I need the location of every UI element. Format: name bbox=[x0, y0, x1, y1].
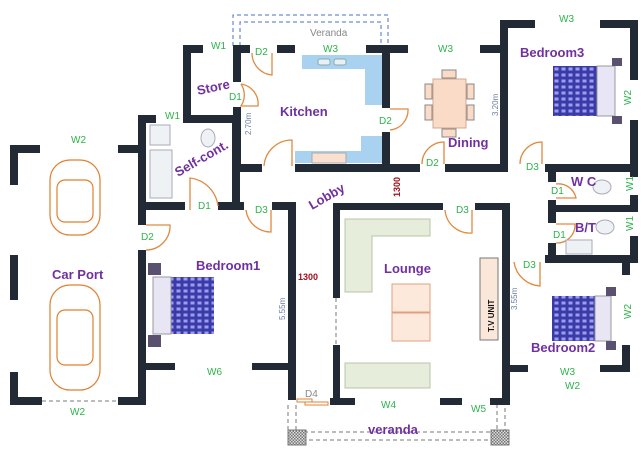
window-label: W2 bbox=[71, 135, 86, 146]
room-bedroom2: Bedroom2 bbox=[531, 340, 595, 355]
bed-bedroom2 bbox=[552, 287, 616, 350]
post bbox=[287, 429, 307, 446]
coffee-table bbox=[391, 312, 431, 342]
door-label: D2 bbox=[426, 158, 439, 169]
door-label: D3 bbox=[456, 205, 469, 216]
window-label: W6 bbox=[207, 367, 222, 378]
room-lounge: Lounge bbox=[384, 261, 431, 276]
sink bbox=[317, 58, 331, 66]
dining-table bbox=[424, 69, 475, 138]
window-label: W2 bbox=[623, 304, 634, 319]
stove bbox=[311, 152, 347, 164]
post bbox=[490, 429, 510, 446]
window-label: W2 bbox=[623, 90, 634, 105]
door-label: D1 bbox=[553, 230, 566, 241]
dimension-label: 5.55m bbox=[278, 297, 287, 320]
door-label: D2 bbox=[255, 47, 268, 58]
sink bbox=[333, 58, 347, 66]
room-wc: W C bbox=[571, 174, 597, 189]
bathroom-fixtures bbox=[149, 124, 615, 255]
dimension-label: 1300 bbox=[298, 272, 318, 282]
tv-unit: T.V UNIT bbox=[479, 257, 499, 341]
door-label: D1 bbox=[229, 92, 242, 103]
room-kitchen: Kitchen bbox=[280, 104, 328, 119]
door-label: D1 bbox=[198, 201, 211, 212]
door-label: D1 bbox=[551, 186, 564, 197]
dimension-labels: 2.70m 3.20m 3.55m 5.55m 1300 1300 bbox=[244, 93, 519, 320]
bed-bedroom3 bbox=[553, 58, 622, 124]
window-label: W1 bbox=[625, 176, 636, 191]
dimension-label: 3.20m bbox=[491, 93, 500, 116]
door-label: D3 bbox=[523, 260, 536, 271]
dimension-label: 3.55m bbox=[510, 287, 519, 310]
window-label: W3 bbox=[438, 44, 453, 55]
tv-unit-label: T.V UNIT bbox=[487, 299, 496, 332]
window-label: W3 bbox=[560, 367, 575, 378]
window-label: W5 bbox=[471, 404, 486, 415]
room-store: Store bbox=[196, 76, 232, 98]
walls bbox=[10, 20, 638, 405]
door-labels: D2 D1 D2 D2 D3 D1 D3 D1 D1 D3 D3 D2 D4 bbox=[141, 47, 566, 400]
veranda-top-outline bbox=[232, 14, 389, 46]
window-label: W2 bbox=[70, 407, 85, 418]
cars bbox=[49, 159, 101, 391]
veranda-top-label: Veranda bbox=[310, 28, 348, 39]
window-label: W3 bbox=[323, 44, 338, 55]
dimension-label: 1300 bbox=[392, 177, 402, 197]
door-label: D4 bbox=[305, 389, 318, 400]
door-swings bbox=[145, 52, 577, 406]
window-labels: W1 W3 W3 W3 W2 W1 W1 W1 W2 W3 W2 W4 W5 W… bbox=[70, 14, 636, 418]
window-label: W1 bbox=[211, 41, 226, 52]
room-bedroom3: Bedroom3 bbox=[520, 45, 584, 60]
room-bedroom1: Bedroom1 bbox=[196, 258, 260, 273]
bed-bedroom1 bbox=[148, 263, 214, 347]
door-label: D2 bbox=[141, 232, 154, 243]
door-label: D2 bbox=[379, 116, 392, 127]
window-label: W1 bbox=[625, 216, 636, 231]
kitchen-counters bbox=[295, 55, 382, 164]
veranda-bottom-outline bbox=[287, 405, 510, 446]
door-label: D3 bbox=[255, 205, 268, 216]
window-label: W2 bbox=[565, 381, 580, 392]
window-label: W1 bbox=[165, 111, 180, 122]
room-car-port: Car Port bbox=[52, 267, 104, 282]
room-self-cont: Self-cont. bbox=[172, 137, 231, 180]
window-label: W3 bbox=[559, 14, 574, 25]
veranda-bottom-label: veranda bbox=[368, 422, 419, 437]
lounge-sofas bbox=[344, 218, 431, 389]
window-label: W4 bbox=[381, 400, 396, 411]
room-dining: Dining bbox=[448, 135, 488, 150]
coffee-table bbox=[391, 283, 431, 313]
door-label: D3 bbox=[526, 162, 539, 173]
room-labels: Store Kitchen Dining Bedroom3 Self-cont.… bbox=[52, 28, 597, 437]
dimension-label: 2.70m bbox=[244, 112, 253, 135]
room-bt: B/T bbox=[575, 220, 596, 235]
